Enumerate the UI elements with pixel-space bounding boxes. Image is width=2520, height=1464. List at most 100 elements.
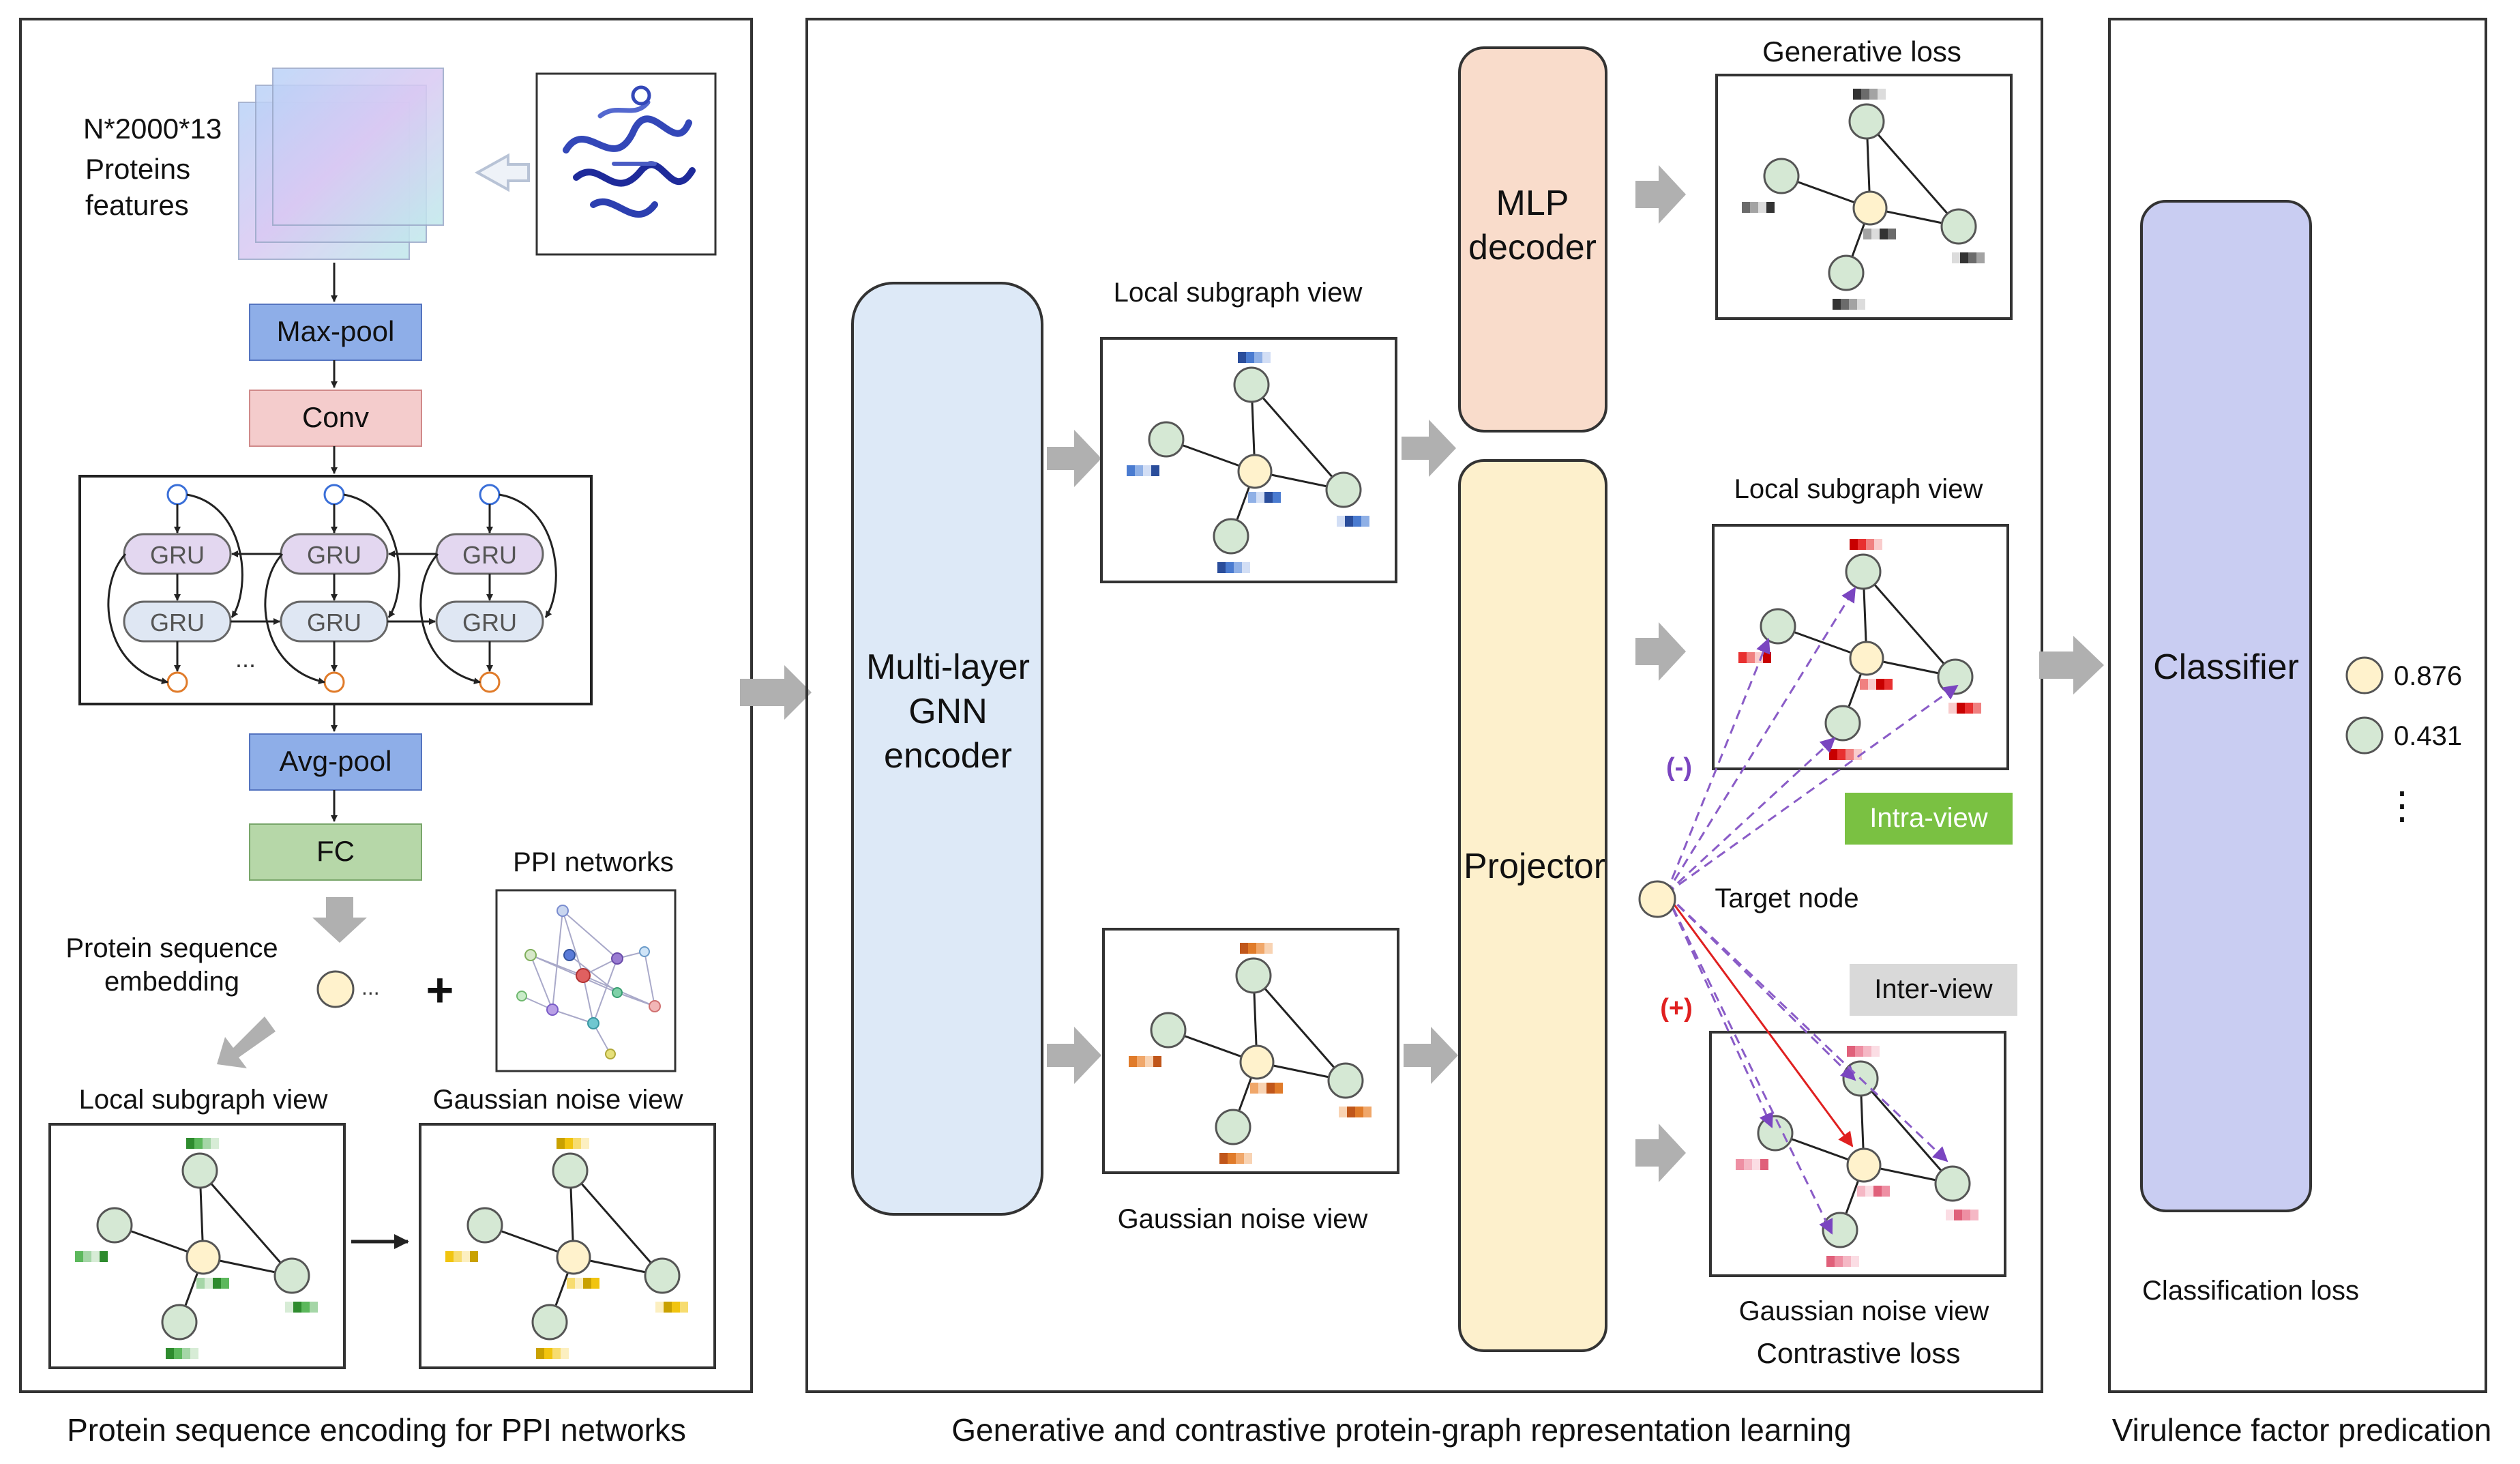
feature-cell bbox=[91, 1251, 100, 1262]
feature-cell bbox=[1865, 1186, 1873, 1197]
middle-panel-border bbox=[805, 18, 2043, 1393]
projector-label: Projector bbox=[1464, 847, 1605, 886]
graph-node bbox=[1763, 158, 1800, 194]
feature-cell bbox=[1228, 1153, 1236, 1164]
feature-cell bbox=[1262, 352, 1271, 363]
feature-cell bbox=[1355, 1107, 1363, 1117]
projector-box bbox=[1458, 459, 1607, 1352]
encoder-label-line3: encoder bbox=[884, 736, 1012, 776]
feature-cell bbox=[301, 1302, 310, 1313]
graph-node bbox=[1327, 1062, 1364, 1099]
hollow-arrow-icon bbox=[474, 153, 530, 192]
feature-cell bbox=[1860, 679, 1868, 690]
maxpool-box bbox=[249, 304, 422, 361]
feature-cell bbox=[1219, 1153, 1228, 1164]
feature-cell bbox=[1744, 1159, 1752, 1170]
feature-cell bbox=[1854, 749, 1862, 760]
left-local-view-label: Local subgraph view bbox=[79, 1085, 328, 1115]
graph-edge bbox=[1250, 384, 1345, 491]
arrow-gaussian-to-projector bbox=[1404, 1027, 1458, 1084]
graph-node bbox=[1822, 1212, 1858, 1248]
feature-cell bbox=[1882, 1186, 1890, 1197]
feature-cell bbox=[186, 1138, 194, 1149]
graph-center-node bbox=[1846, 1147, 1882, 1183]
ppi-network-frame bbox=[495, 889, 677, 1072]
feature-cell bbox=[536, 1348, 544, 1359]
feature-cell bbox=[1758, 202, 1766, 213]
graph-node bbox=[96, 1207, 133, 1244]
feature-cell bbox=[1829, 749, 1837, 760]
graph-node bbox=[552, 1152, 589, 1189]
score-node-green bbox=[2345, 716, 2384, 755]
feature-cell bbox=[1244, 1153, 1252, 1164]
generative-subgraph bbox=[1742, 89, 1985, 310]
encoder-label-line2: GNN bbox=[908, 692, 988, 731]
feature-cell bbox=[1763, 652, 1771, 663]
feature-cell bbox=[454, 1251, 462, 1262]
avgpool-label: Avg-pool bbox=[279, 745, 391, 777]
feature-cell bbox=[1835, 1256, 1843, 1267]
gru-label: GRU bbox=[307, 609, 361, 636]
graph-node bbox=[1940, 208, 1977, 245]
feature-cell bbox=[664, 1302, 672, 1313]
arrow-encoder-to-local bbox=[1047, 430, 1101, 487]
feature-cell bbox=[1747, 652, 1755, 663]
positive-label: (+) bbox=[1660, 994, 1693, 1023]
inter-view-badge bbox=[1850, 964, 2017, 1016]
feature-cell bbox=[1258, 1083, 1266, 1094]
graph-edge bbox=[1862, 571, 1957, 677]
feature-cell bbox=[203, 1138, 211, 1149]
feature-cell bbox=[1226, 562, 1234, 573]
features-label-line2: features bbox=[85, 189, 189, 221]
feature-cell bbox=[1240, 943, 1248, 954]
graph-node bbox=[1848, 103, 1885, 140]
feature-cell bbox=[575, 1278, 583, 1289]
graph-edge bbox=[1865, 121, 1960, 227]
ppi-networks-label: PPI networks bbox=[513, 847, 674, 877]
feature-cell bbox=[552, 1348, 561, 1359]
feature-cell bbox=[1742, 202, 1750, 213]
left-panel-caption: Protein sequence encoding for PPI networ… bbox=[67, 1412, 686, 1448]
left-local-subgraph bbox=[75, 1138, 318, 1359]
maxpool-label: Max-pool bbox=[277, 315, 395, 347]
graph-node bbox=[1325, 471, 1362, 508]
gru-output-node bbox=[166, 671, 188, 693]
feature-cell bbox=[1217, 562, 1226, 573]
arrow-decoder-to-generative bbox=[1635, 165, 1686, 224]
gnn-encoder-box bbox=[851, 282, 1043, 1216]
feature-cell bbox=[583, 1278, 591, 1289]
ppi-network-graphic bbox=[516, 905, 661, 1059]
feature-cell bbox=[1347, 1107, 1355, 1117]
feature-cell bbox=[1766, 202, 1775, 213]
feature-cell bbox=[1847, 1046, 1855, 1057]
classifier-box bbox=[2140, 200, 2312, 1212]
feature-cell bbox=[1849, 299, 1857, 310]
feature-cell bbox=[205, 1278, 213, 1289]
feature-cell bbox=[1135, 465, 1143, 476]
gru-label: GRU bbox=[150, 609, 205, 636]
middle-panel-caption: Generative and contrastive protein-graph… bbox=[951, 1412, 1851, 1448]
feature-cell bbox=[557, 1138, 565, 1149]
contrastive-loss-label: Contrastive loss bbox=[1757, 1337, 1961, 1369]
embedding-node bbox=[316, 970, 355, 1008]
feature-cell bbox=[1129, 1056, 1137, 1067]
feature-cell bbox=[182, 1348, 190, 1359]
feature-cell bbox=[1841, 299, 1849, 310]
feature-cell bbox=[565, 1138, 573, 1149]
feature-cell bbox=[1238, 352, 1246, 363]
plus-sign: + bbox=[426, 963, 454, 1016]
graph-node bbox=[1215, 1109, 1251, 1145]
feature-cell bbox=[190, 1348, 198, 1359]
feature-cell bbox=[310, 1302, 318, 1313]
gru-output-node bbox=[479, 671, 501, 693]
feature-cell bbox=[1363, 1107, 1372, 1117]
feature-cell bbox=[213, 1278, 221, 1289]
conv-label: Conv bbox=[302, 401, 369, 433]
feature-cell bbox=[1874, 539, 1882, 550]
intra-view-label: Intra-view bbox=[1869, 803, 1987, 833]
right-local-subgraph bbox=[1738, 539, 1981, 760]
graph-node bbox=[644, 1257, 681, 1294]
arrow-projector-to-gaussian bbox=[1635, 1124, 1686, 1182]
feature-cell bbox=[1264, 492, 1273, 503]
protein-structure-icon bbox=[563, 85, 696, 218]
